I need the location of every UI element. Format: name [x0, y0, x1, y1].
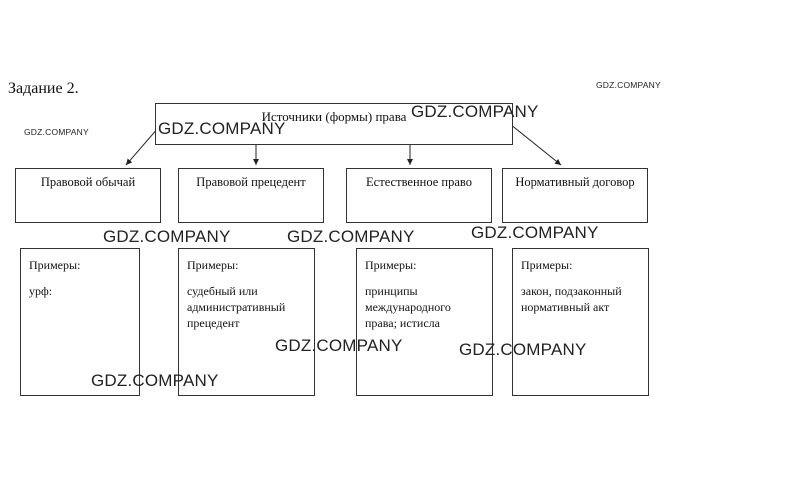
examples-label: Примеры:	[521, 258, 573, 272]
watermark: GDZ.COMPANY	[287, 227, 415, 246]
watermark: GDZ.COMPANY	[103, 227, 231, 246]
examples-label: Примеры:	[29, 258, 81, 272]
task-title: Задание 2.	[8, 80, 79, 97]
examples-text: принципы международного права; истисла	[365, 284, 451, 330]
category-label: Правовой прецедент	[196, 175, 306, 189]
watermark: GDZ.COMPANY	[91, 371, 219, 390]
examples-label: Примеры:	[365, 258, 417, 272]
category-label: Естественное право	[366, 175, 472, 189]
watermark: GDZ.COMPANY	[24, 127, 89, 137]
examples-custom: Примеры: урф:	[20, 248, 140, 396]
examples-text: закон, подзаконный нормативный акт	[521, 284, 622, 314]
category-custom: Правовой обычай	[15, 168, 161, 223]
watermark: GDZ.COMPANY	[275, 336, 403, 355]
category-precedent: Правовой прецедент	[178, 168, 324, 223]
category-normative-contract: Нормативный договор	[502, 168, 648, 223]
examples-normative-contract: Примеры: закон, подзаконный нормативный …	[512, 248, 649, 396]
examples-text: судебный или административный прецедент	[187, 284, 286, 330]
examples-text: урф:	[29, 284, 53, 298]
examples-natural-law: Примеры: принципы международного права; …	[356, 248, 493, 396]
root-label: Источники (формы) права	[261, 109, 407, 124]
category-natural-law: Естественное право	[346, 168, 492, 223]
category-label: Нормативный договор	[515, 175, 635, 189]
root-node: Источники (формы) права	[155, 103, 513, 145]
examples-label: Примеры:	[187, 258, 239, 272]
examples-precedent: Примеры: судебный или административный п…	[178, 248, 315, 396]
watermark: GDZ.COMPANY	[471, 223, 599, 242]
watermark: GDZ.COMPANY	[459, 340, 587, 359]
watermark: GDZ.COMPANY	[596, 80, 661, 90]
watermark: GDZ.COMPANY	[158, 119, 286, 138]
watermark: GDZ.COMPANY	[411, 102, 539, 121]
category-label: Правовой обычай	[40, 175, 136, 189]
